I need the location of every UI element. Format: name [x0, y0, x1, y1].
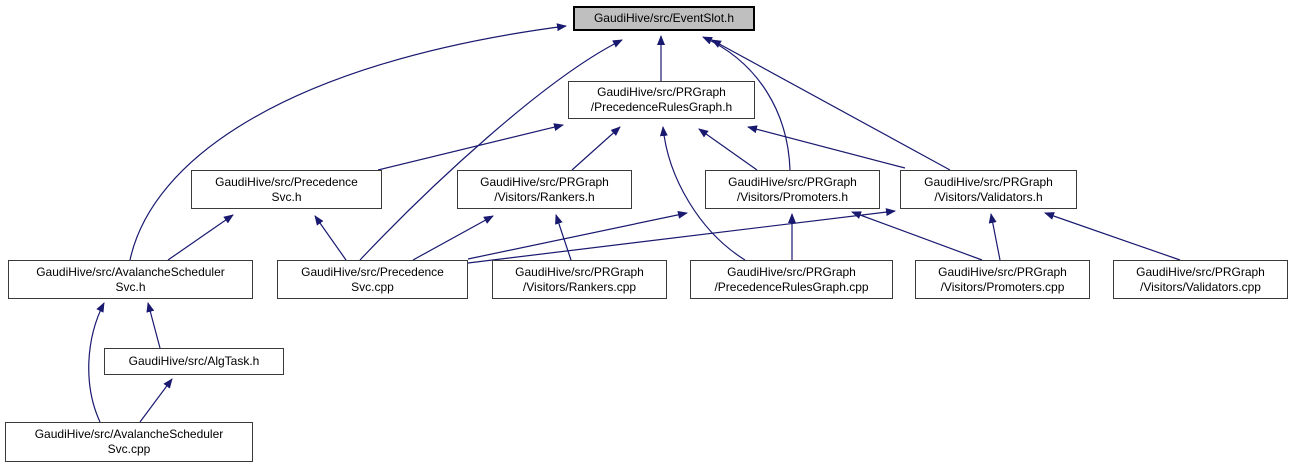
node-rankers_cpp[interactable]: GaudiHive/src/PRGraph /Visitors/Rankers.…	[492, 260, 667, 299]
node-prgraph_h[interactable]: GaudiHive/src/PRGraph /PrecedenceRulesGr…	[568, 81, 755, 119]
node-prgraph_cpp[interactable]: GaudiHive/src/PRGraph /PrecedenceRulesGr…	[690, 260, 893, 299]
node-label: GaudiHive/src/AlgTask.h	[128, 354, 260, 368]
edge-rankers_cpp-to-rankers_h	[555, 214, 572, 261]
edge-avalanche_h-to-eventslot_h	[129, 23, 567, 261]
node-promoters_cpp[interactable]: GaudiHive/src/PRGraph /Visitors/Promoter…	[915, 260, 1090, 299]
node-label: GaudiHive/src/PRGraph /Visitors/Validato…	[1136, 264, 1265, 294]
edge-prgraph_cpp-to-prgraph_h	[659, 126, 746, 261]
node-algtask_h[interactable]: GaudiHive/src/AlgTask.h	[104, 348, 284, 375]
node-precedencesvc_cpp[interactable]: GaudiHive/src/Precedence Svc.cpp	[277, 260, 468, 299]
edge-precedencesvc_cpp-to-precedencesvc_h	[314, 215, 347, 261]
node-label: GaudiHive/src/PRGraph /PrecedenceRulesGr…	[714, 264, 869, 294]
edge-promoters_h-to-prgraph_h	[698, 128, 758, 171]
edge-precedencesvc_h-to-prgraph_h	[377, 123, 564, 171]
node-precedencesvc_h[interactable]: GaudiHive/src/Precedence Svc.h	[191, 170, 382, 209]
node-label: GaudiHive/src/PRGraph /Visitors/Promoter…	[728, 174, 857, 204]
edge-avalanche_cpp-to-avalanche_h	[88, 302, 105, 423]
node-label: GaudiHive/src/PRGraph /Visitors/Rankers.…	[515, 264, 644, 294]
node-label: GaudiHive/src/AvalancheScheduler Svc.cpp	[34, 427, 224, 456]
node-avalanche_h[interactable]: GaudiHive/src/AvalancheScheduler Svc.h	[8, 260, 253, 299]
node-eventslot_h[interactable]: GaudiHive/src/EventSlot.h	[573, 6, 755, 31]
node-label: GaudiHive/src/Precedence Svc.h	[215, 174, 358, 204]
node-label: GaudiHive/src/PRGraph /Visitors/Rankers.…	[480, 174, 609, 204]
edge-avalanche_h-to-precedencesvc_h	[167, 214, 234, 261]
node-label: GaudiHive/src/PRGraph /Visitors/Promoter…	[938, 264, 1067, 294]
edge-algtask_h-to-avalanche_h	[146, 302, 161, 349]
node-label: GaudiHive/src/AvalancheScheduler Svc.h	[36, 264, 225, 294]
edge-validators_h-to-eventslot_h	[711, 39, 951, 171]
node-validators_cpp[interactable]: GaudiHive/src/PRGraph /Visitors/Validato…	[1113, 260, 1288, 299]
edge-precedencesvc_cpp-to-eventslot_h	[359, 39, 623, 261]
node-promoters_h[interactable]: GaudiHive/src/PRGraph /Visitors/Promoter…	[705, 170, 880, 209]
edge-promoters_cpp-to-validators_h	[988, 213, 1001, 261]
node-label: GaudiHive/src/EventSlot.h	[593, 11, 735, 25]
edge-precedencesvc_cpp-to-promoters_h	[467, 210, 688, 260]
edge-precedencesvc_cpp-to-rankers_h	[412, 215, 494, 261]
node-avalanche_cpp[interactable]: GaudiHive/src/AvalancheScheduler Svc.cpp	[5, 422, 253, 462]
edge-validators_cpp-to-validators_h	[1044, 212, 1181, 261]
edge-precedencesvc_cpp-to-validators_h	[467, 208, 896, 264]
node-validators_h[interactable]: GaudiHive/src/PRGraph /Visitors/Validato…	[900, 170, 1077, 209]
edge-promoters_cpp-to-promoters_h	[851, 211, 983, 261]
node-label: GaudiHive/src/PRGraph /PrecedenceRulesGr…	[590, 85, 733, 114]
edge-avalanche_cpp-to-algtask_h	[139, 378, 173, 423]
node-label: GaudiHive/src/PRGraph /Visitors/Validato…	[924, 174, 1053, 204]
edge-rankers_h-to-prgraph_h	[571, 126, 621, 171]
edge-validators_h-to-prgraph_h	[747, 125, 906, 169]
node-label: GaudiHive/src/Precedence Svc.cpp	[301, 264, 444, 294]
node-rankers_h[interactable]: GaudiHive/src/PRGraph /Visitors/Rankers.…	[457, 170, 632, 209]
